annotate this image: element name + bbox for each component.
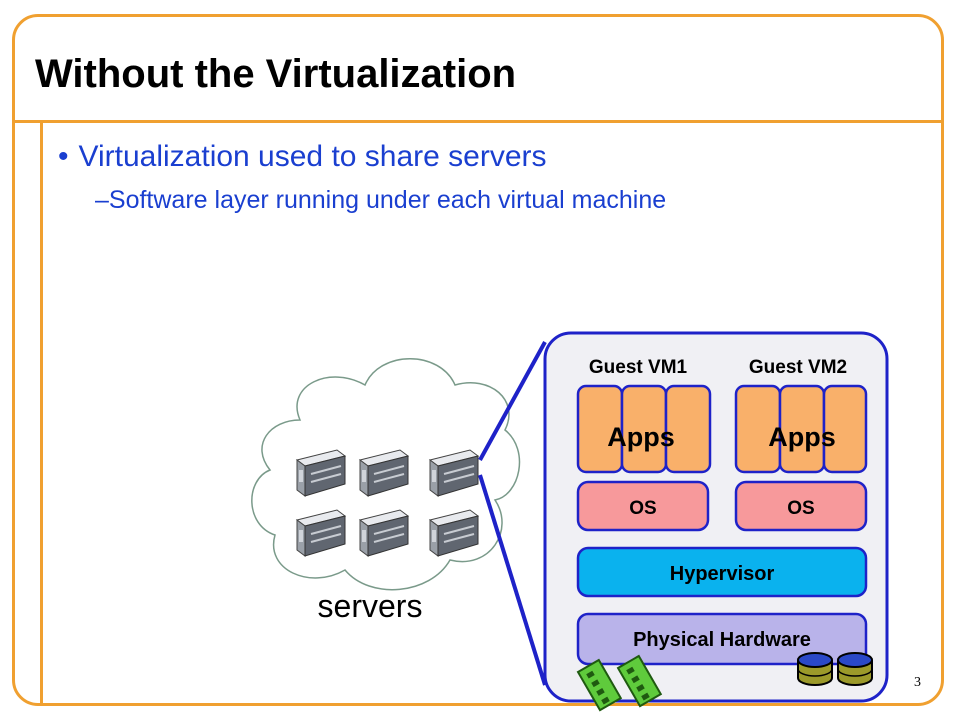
slide-title: Without the Virtualization [35, 52, 517, 96]
os-label-vm1: OS [629, 498, 656, 519]
connector-line [478, 474, 547, 686]
apps-block-vm1 [576, 384, 712, 474]
physical-hardware-block [576, 612, 868, 666]
sub-bullet-item: –Software layer running under each virtu… [95, 186, 666, 215]
bullet-dot: • [58, 140, 69, 173]
title-divider [14, 120, 944, 123]
apps-label-vm1: Apps [607, 422, 675, 452]
guest-vm2-label: Guest VM2 [749, 357, 847, 378]
cloud-label: servers [318, 588, 423, 624]
os-block-vm2 [734, 480, 868, 532]
disk-icon [837, 652, 873, 686]
physical-hardware-label: Physical Hardware [633, 629, 811, 651]
disk-icon [797, 652, 833, 686]
slide-frame [12, 14, 944, 706]
connector-line [478, 341, 547, 461]
guest-vm1-label: Guest VM1 [589, 357, 688, 378]
apps-block-vm2 [734, 384, 868, 474]
sub-bullet-text: Software layer running under each virtua… [108, 186, 667, 214]
left-rule [40, 120, 43, 706]
apps-label-vm2: Apps [768, 422, 836, 452]
os-block-vm1 [576, 480, 710, 532]
page-number: 3 [914, 675, 921, 690]
bullet-text: Virtualization used to share servers [78, 140, 547, 173]
sub-bullet-dash: – [95, 186, 109, 214]
hypervisor-block [576, 546, 868, 598]
hypervisor-label: Hypervisor [670, 563, 775, 585]
bullet-item: • Virtualization used to share servers [58, 140, 547, 174]
os-label-vm2: OS [787, 498, 814, 519]
